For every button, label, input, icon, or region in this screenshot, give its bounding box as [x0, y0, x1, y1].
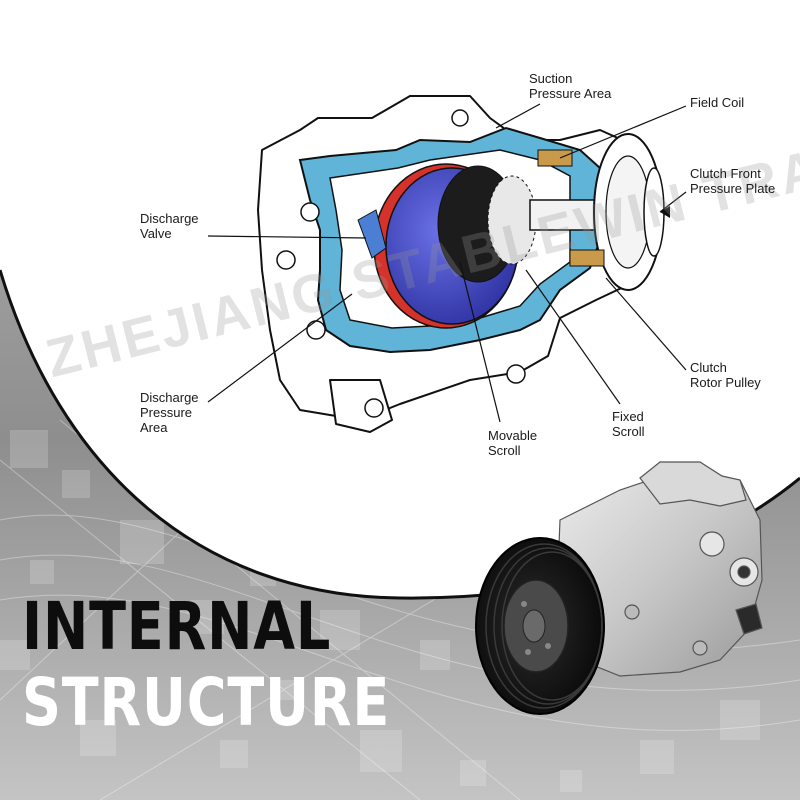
port-fitting [699, 531, 725, 557]
mount-ear [329, 379, 393, 433]
mount-hole [624, 604, 640, 620]
label-line: Suction [529, 71, 573, 86]
field-coil-top [537, 149, 573, 167]
compressor-top-bracket [639, 461, 747, 507]
label-line: Discharge [140, 211, 199, 226]
bolt-icon [276, 250, 296, 270]
rivet-icon [525, 649, 531, 655]
rivet-icon [545, 643, 551, 649]
field-coil-bottom [569, 249, 605, 267]
label-line: Scroll [488, 443, 521, 458]
discharge-valve [357, 209, 387, 259]
label-field-coil: Field Coil [690, 95, 744, 110]
label-line: Clutch [690, 360, 727, 375]
label-line: Pressure Plate [690, 181, 776, 196]
rivet-icon [521, 601, 527, 607]
bolt-icon [451, 109, 469, 127]
label-suction-pressure-area: Suction Pressure Area [529, 71, 611, 101]
label-line: Clutch Front [690, 166, 761, 181]
headline-internal: INTERNAL [22, 588, 332, 665]
label-line: Rotor Pulley [690, 375, 761, 390]
label-line: Fixed [612, 409, 644, 424]
mount-hole [692, 640, 708, 656]
bolt-icon [300, 202, 320, 222]
leader-lines [207, 103, 687, 423]
label-line: Field Coil [690, 95, 745, 110]
label-fixed-scroll: Fixed Scroll [612, 409, 645, 439]
clutch-hub [522, 609, 546, 643]
label-clutch-front-pressure-plate: Clutch Front Pressure Plate [690, 166, 775, 196]
label-line: Valve [140, 226, 172, 241]
label-discharge-valve: Discharge Valve [140, 211, 199, 241]
label-movable-scroll: Movable Scroll [488, 428, 537, 458]
arrow-icon [660, 206, 670, 218]
electrical-connector [735, 603, 763, 635]
label-clutch-rotor-pulley: Clutch Rotor Pulley [690, 360, 761, 390]
bolt-icon [364, 398, 384, 418]
label-discharge-pressure-area: Discharge Pressure Area [140, 390, 199, 435]
pulley-grooves [485, 543, 603, 709]
label-line: Pressure Area [529, 86, 612, 101]
label-line: Movable [488, 428, 538, 443]
label-line: Scroll [612, 424, 645, 439]
port-fitting-hole [737, 565, 751, 579]
label-line: Discharge [140, 390, 199, 405]
bolt-icon [506, 364, 526, 384]
headline-structure: STRUCTURE [22, 664, 391, 741]
label-line: Pressure [140, 405, 193, 420]
background-mosaic [0, 430, 760, 792]
label-line: Area [140, 420, 168, 435]
